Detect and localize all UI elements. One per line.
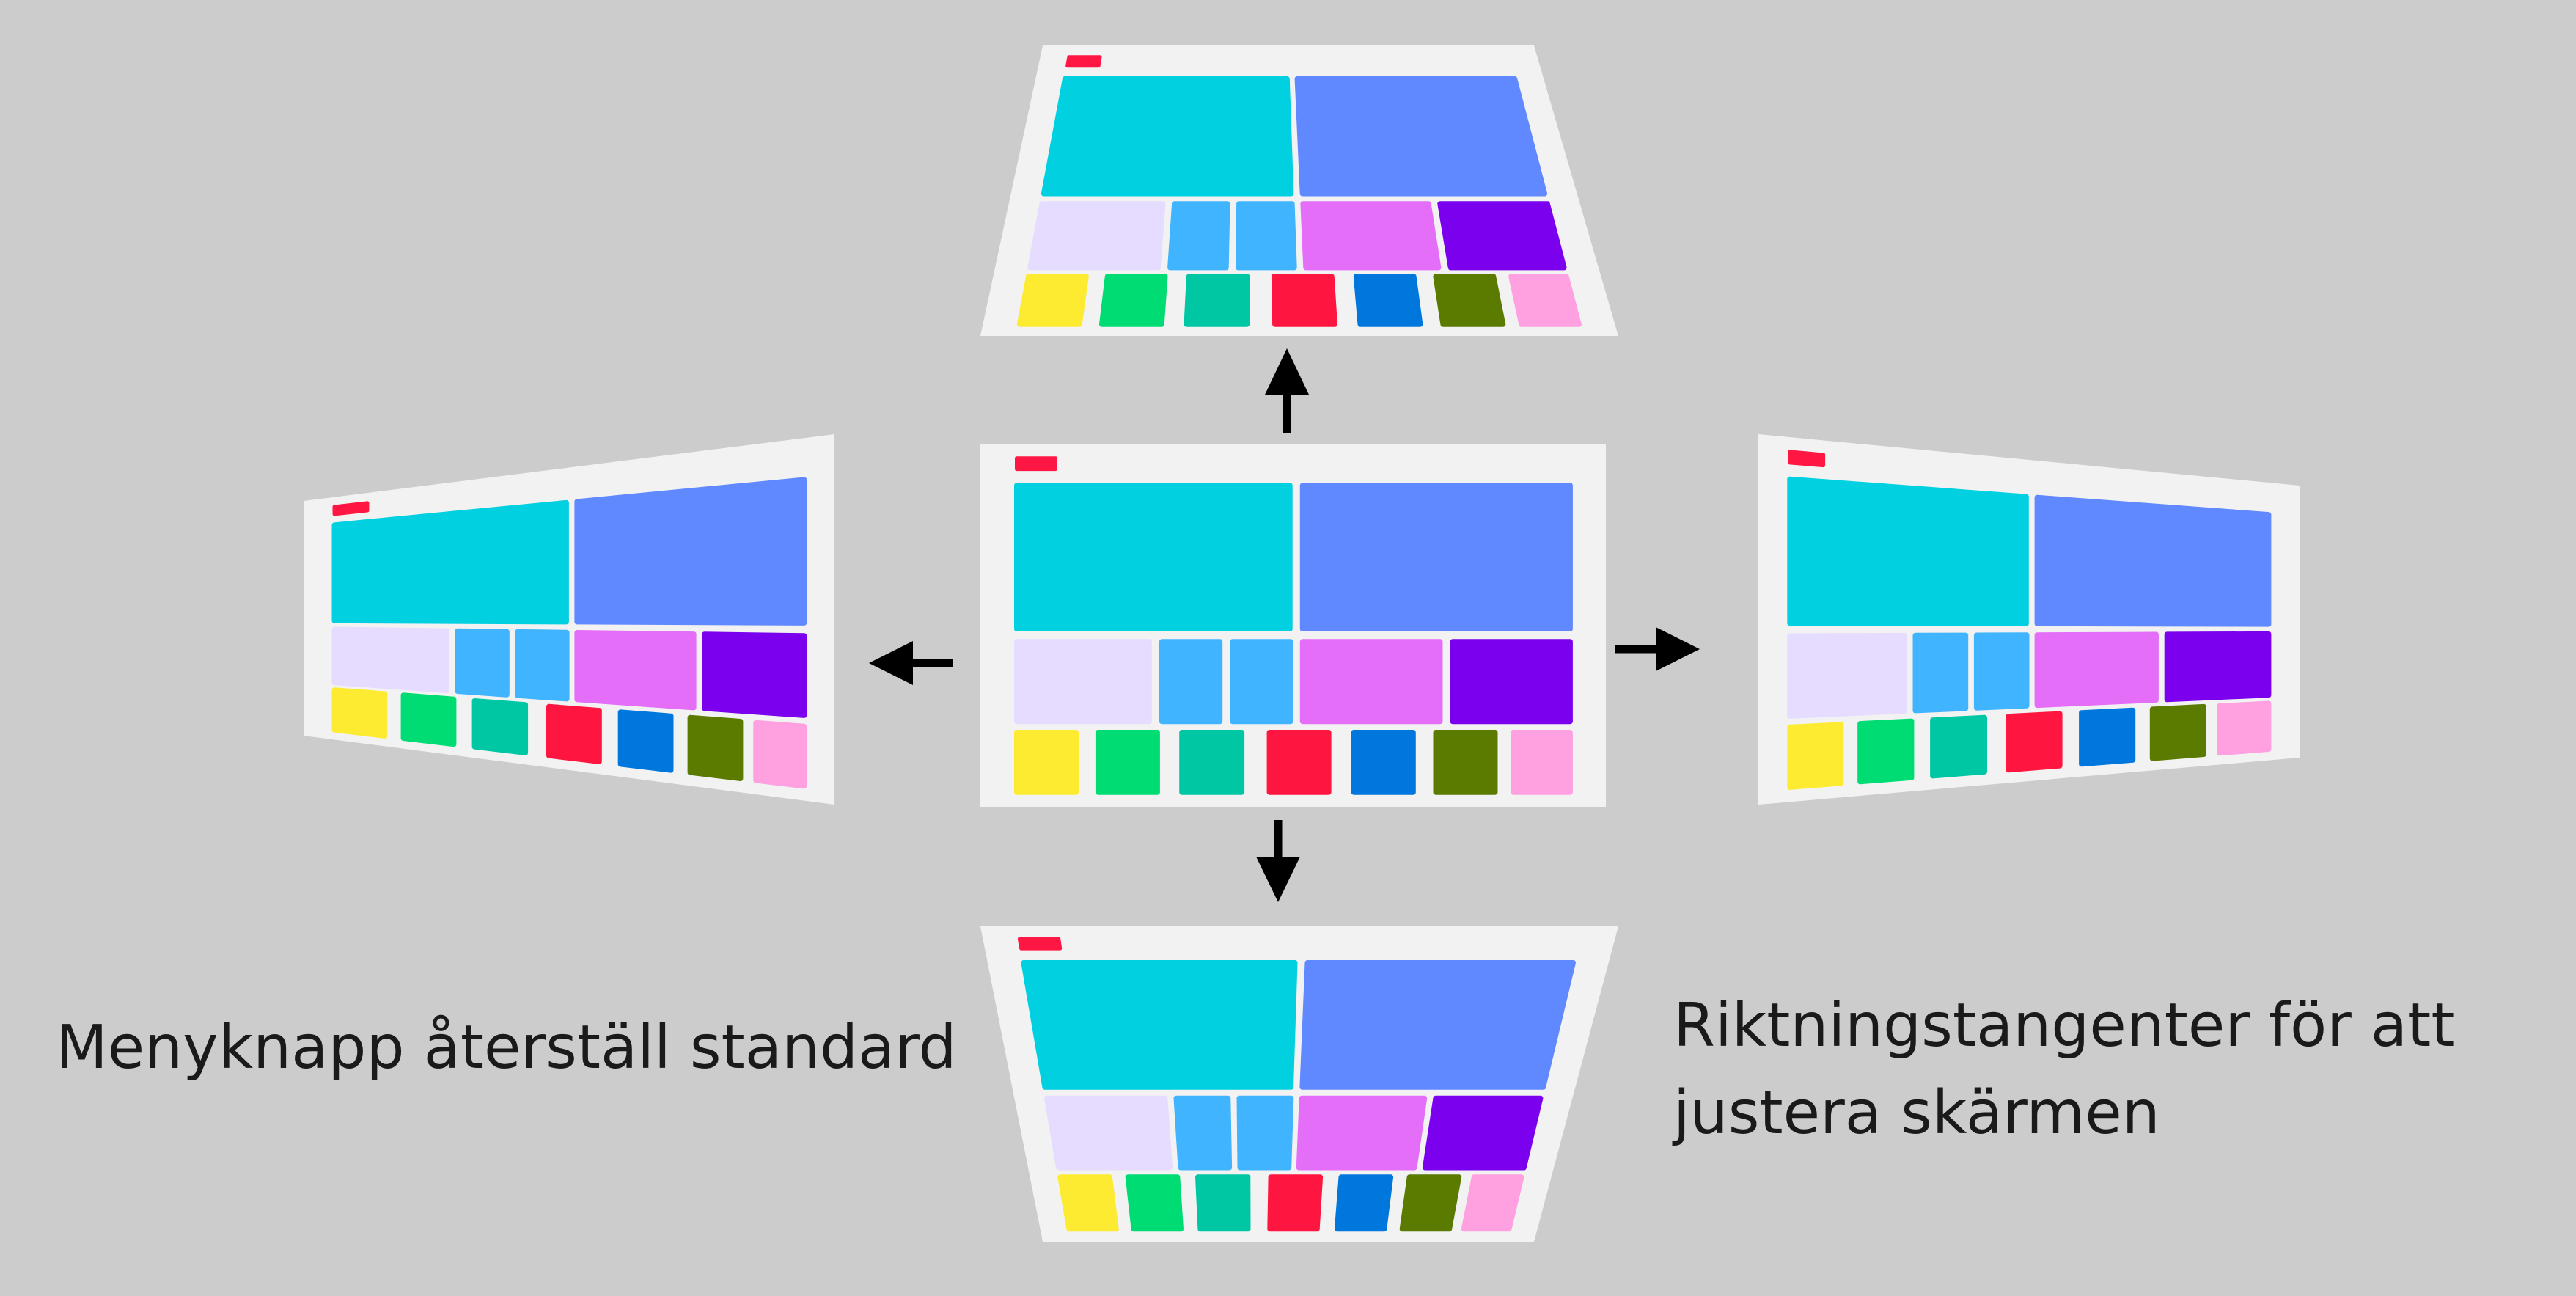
tile-periwinkle [1299,960,1576,1090]
tile-sky-2 [515,629,570,702]
screens [304,45,2300,1242]
tile-olive [1399,1174,1462,1232]
tile-yellow [331,687,388,739]
tile-cyan [331,499,569,625]
tile-lavender [331,626,449,693]
tile-green [1857,718,1915,785]
tile-red [546,703,602,764]
tile-olive [1433,730,1498,795]
tile-pink [1511,730,1573,795]
tile-cyan [1041,76,1294,197]
tile-lavender [1014,639,1152,725]
tile-teal [1930,714,1987,779]
tile-yellow [1016,274,1089,327]
arrow-up-icon [1265,348,1309,433]
tile-pink [1508,274,1582,327]
arrow-head [1265,348,1309,395]
indicator [332,501,370,516]
arrow-down-icon [1256,820,1300,902]
tile-periwinkle [2034,494,2272,627]
tile-pink [2217,700,2272,756]
tile-cyan [1021,960,1298,1090]
center-screen [980,444,1606,807]
tile-sky-1 [1173,1095,1233,1171]
tile-orchid [1296,1095,1428,1171]
tile-lavender [1787,632,1907,719]
tile-orchid [2034,631,2159,709]
tile-olive [2149,703,2206,761]
tile-green [400,692,457,747]
tile-yellow [1787,722,1844,790]
tile-red [2006,711,2063,773]
tile-sky-1 [1167,201,1230,271]
tile-periwinkle [1294,76,1548,197]
tile-pink [753,720,807,789]
left-screen [304,434,834,805]
tile-red [1267,1174,1324,1232]
tile-green [1099,274,1168,327]
arrow-head [1256,857,1300,902]
tile-orchid [574,630,697,711]
arrow-keys-caption: Riktningstangenter för att justera skärm… [1673,991,2455,1148]
tile-sky-1 [1912,632,1969,714]
tile-periwinkle [1299,483,1573,631]
tile-blue [617,709,674,773]
tile-violet [2164,631,2272,703]
tile-orchid [1299,639,1443,725]
tile-violet [1437,201,1567,271]
tile-sky-1 [1159,639,1223,725]
tile-teal [1195,1174,1251,1232]
direction-arrows [869,348,1700,902]
tile-orchid [1300,201,1442,271]
top-screen [980,45,1618,336]
indicator [1017,937,1063,951]
tile-red [1266,730,1332,795]
tile-lavender [1044,1095,1173,1171]
bottom-screen [980,926,1618,1242]
tile-green [1125,1174,1184,1232]
indicator [1015,456,1057,472]
tile-lavender [1027,201,1166,271]
tile-sky-2 [1236,1095,1294,1171]
arrow-left-icon [869,641,953,685]
tile-teal [1179,730,1245,795]
tile-teal [1184,274,1250,327]
tile-yellow [1014,730,1079,795]
arrow-head [869,641,913,685]
tile-blue [1334,1174,1394,1232]
tile-sky-2 [1973,632,2030,711]
tile-sky-1 [455,628,510,698]
arrow-head [1656,627,1700,671]
tile-olive [687,714,744,781]
indicator [1065,55,1102,68]
tile-blue [2079,707,2136,767]
tile-sky-2 [1236,201,1297,271]
menu-reset-caption: Menyknapp återställ standard [56,1013,957,1083]
arrow-right-icon [1615,627,1700,671]
tile-teal [471,698,529,755]
tile-blue [1353,274,1423,327]
tile-violet [1450,639,1573,725]
right-screen [1758,434,2300,805]
tile-cyan [1014,483,1293,631]
tile-red [1271,274,1337,327]
indicator [1788,450,1826,468]
tile-sky-2 [1230,639,1293,725]
tile-olive [1433,274,1506,327]
tile-blue [1351,730,1416,795]
tile-violet [702,631,807,718]
tile-pink [1461,1174,1524,1232]
tile-periwinkle [574,477,807,626]
tile-violet [1422,1095,1544,1171]
tile-yellow [1057,1174,1119,1232]
tile-green [1095,730,1160,795]
tile-cyan [1787,476,2029,626]
